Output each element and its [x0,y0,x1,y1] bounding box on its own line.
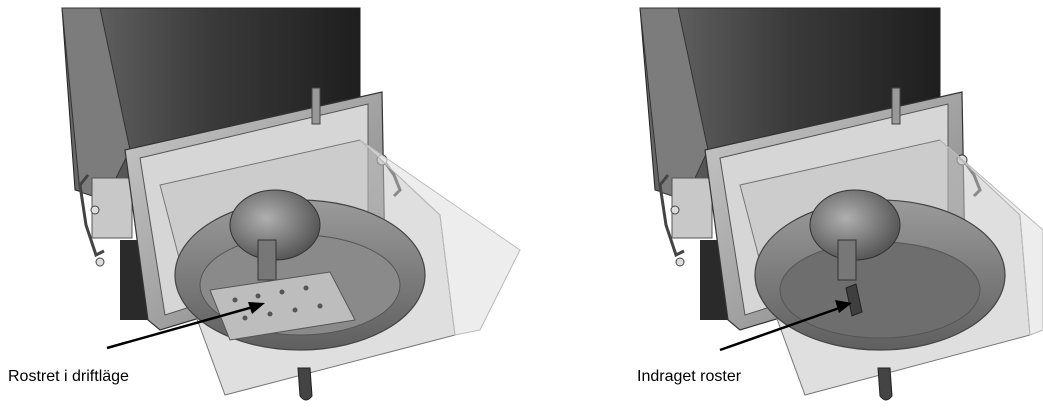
caption-grate-operating: Rostret i driftläge [8,368,129,385]
hopper-side [61,7,131,201]
door-handle [891,87,901,125]
grate-holes [232,285,323,321]
bottom-lever [877,367,893,401]
door-handle [311,87,321,125]
hopper-side [639,7,709,201]
figure-grate-retracted: Indraget roster [560,0,1043,419]
pointer-arrow [106,303,261,350]
latch-left [78,174,105,258]
figure-grate-operating: Rostret i driftläge [0,0,521,419]
caption-grate-retracted: Indraget roster [637,368,742,385]
pointer-arrow [719,304,846,352]
retracted-grate [845,283,863,317]
burner-illustration [639,7,1043,401]
latch-left [658,174,685,258]
grate-plate [209,271,356,341]
burner-illustration [61,7,521,401]
bottom-lever [297,367,313,401]
